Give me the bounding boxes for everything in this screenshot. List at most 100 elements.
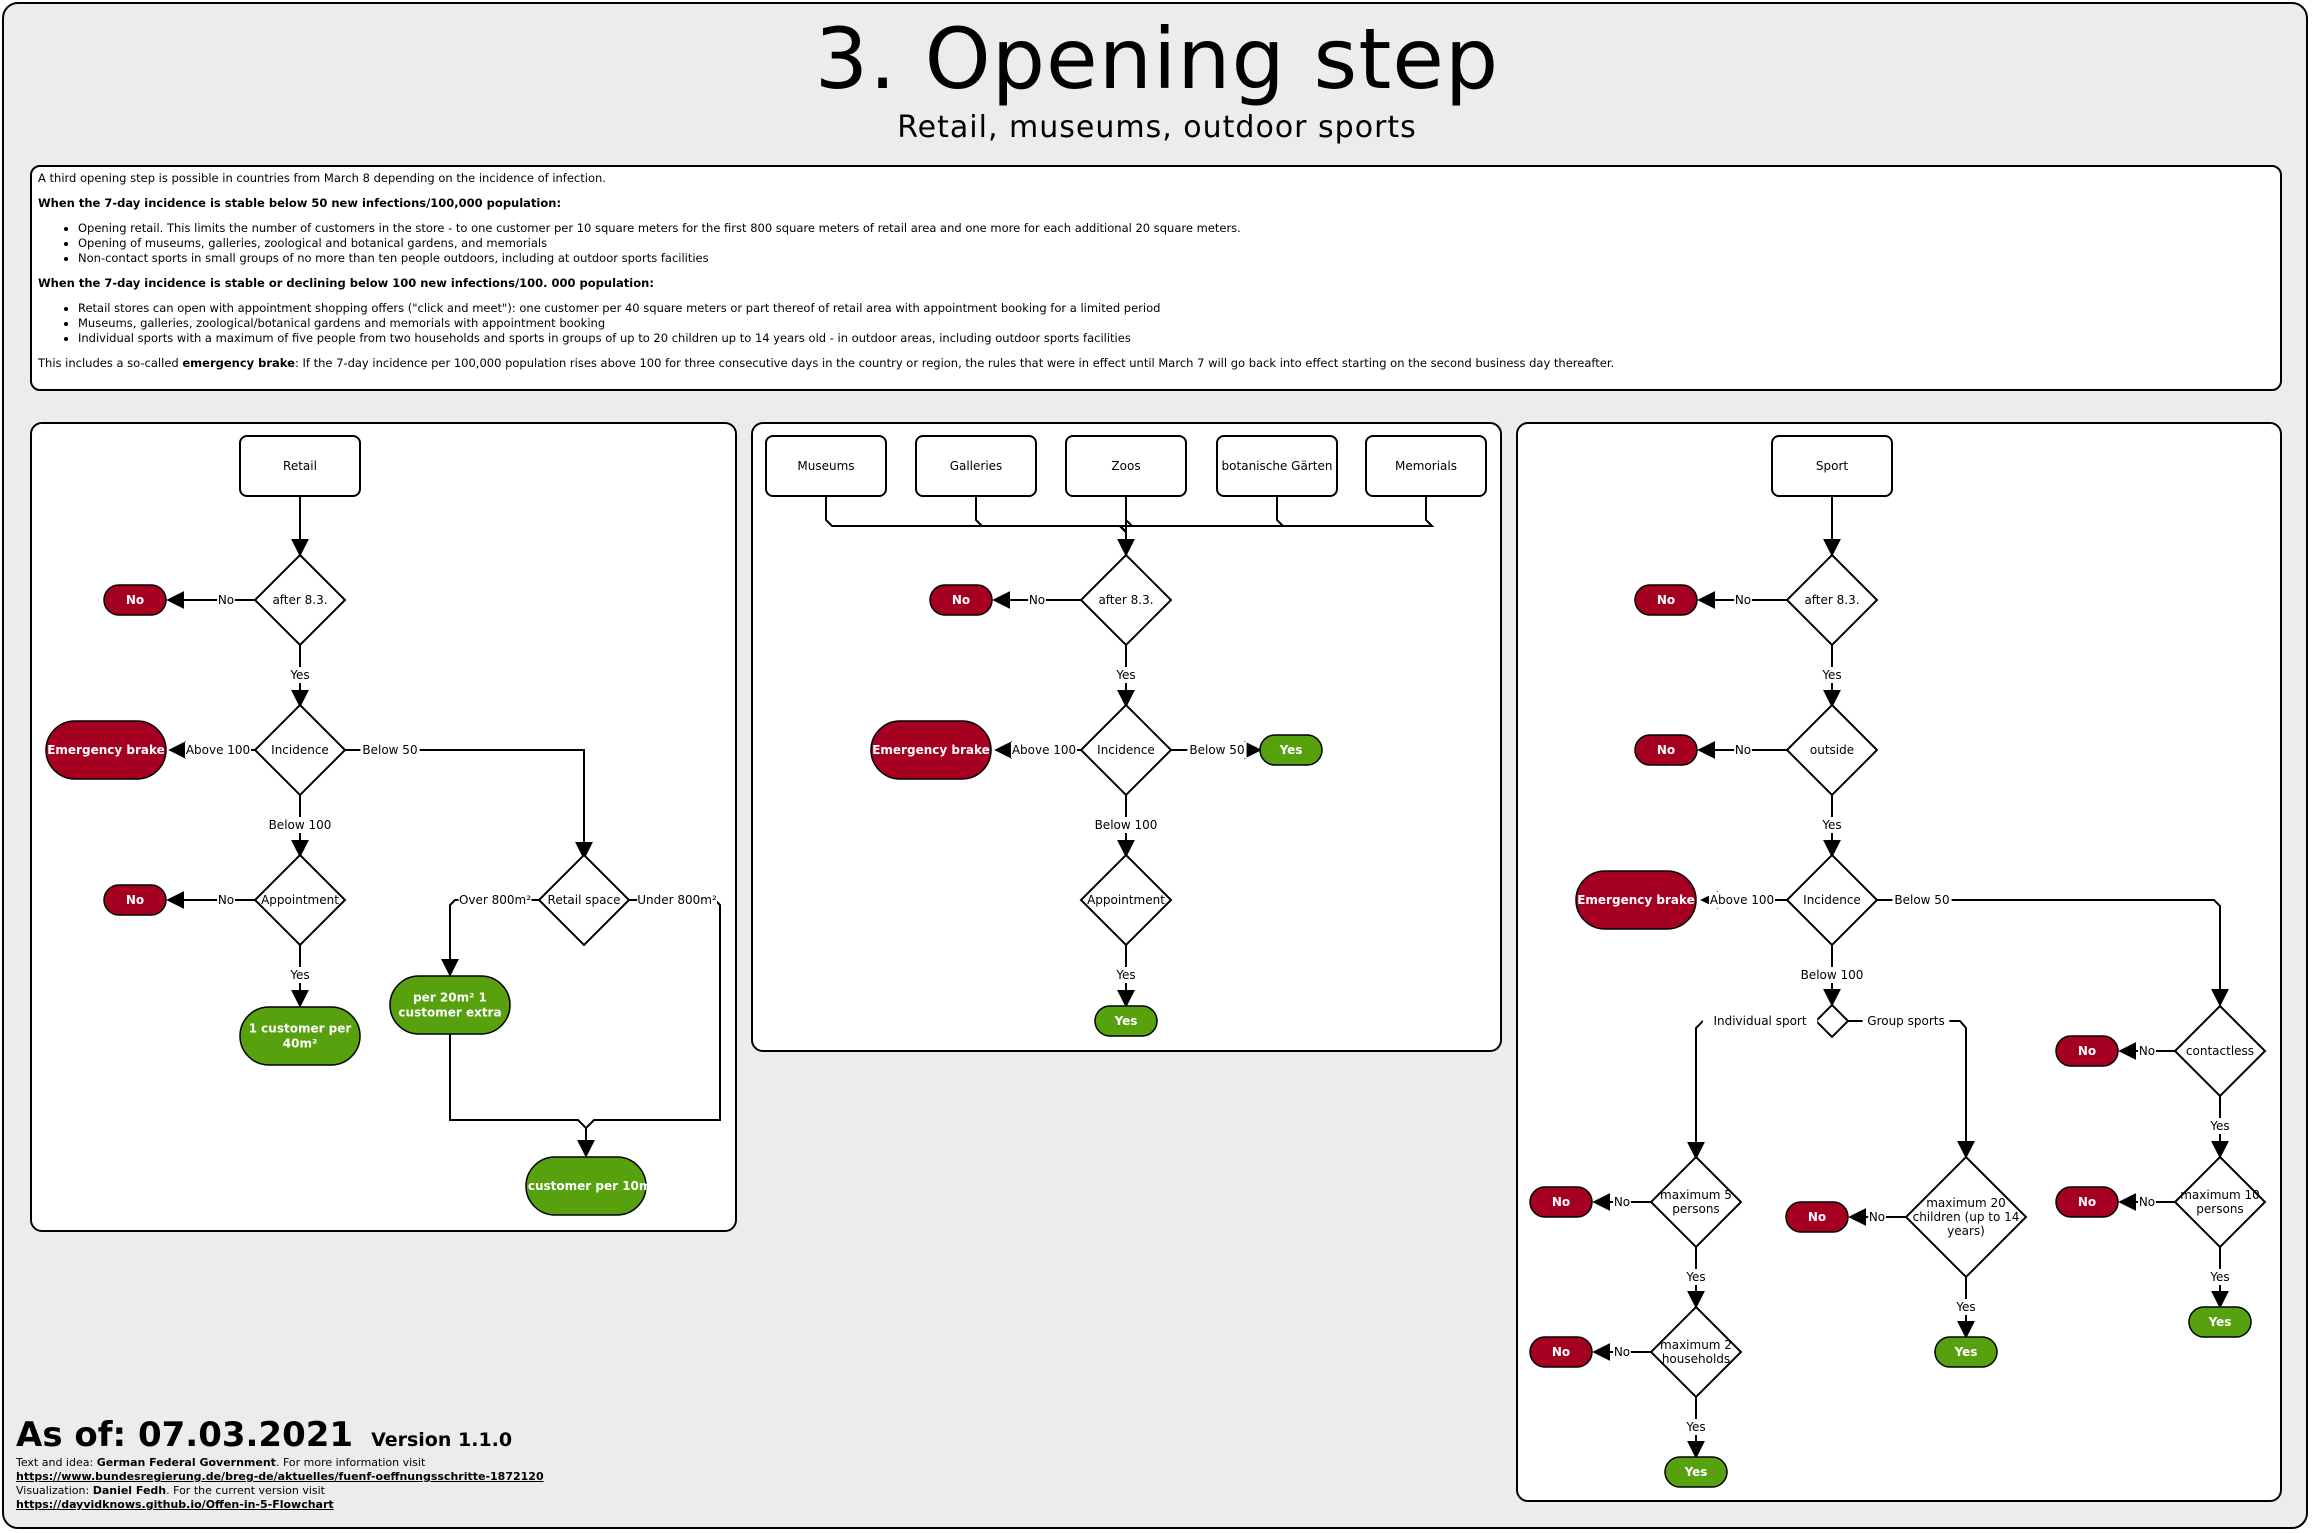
edge-label-bg (1613, 1344, 1631, 1360)
retail-per-20-terminal-label: customer extra (398, 1006, 501, 1020)
edge-label-bg (1613, 1194, 1631, 1210)
edge-label: Yes (1685, 1420, 1705, 1434)
edge-label: Yes (1115, 968, 1135, 982)
sport-individual-yes-terminal (1664, 1456, 1728, 1488)
edge-label-bg (1010, 742, 1078, 758)
museums-after-date-decision-label: after 8.3. (1098, 593, 1153, 607)
retail-emergency-brake-terminal (45, 720, 167, 780)
edge-label-bg (1028, 592, 1046, 608)
edge-label: Under 800m² (637, 893, 717, 907)
edge-label: No (1869, 1210, 1885, 1224)
sport-after-date-decision-label: after 8.3. (1804, 593, 1859, 607)
sport-outside-no-terminal-label: No (1657, 743, 1675, 757)
connector (345, 749, 593, 860)
connector (1117, 496, 1435, 533)
edge-label-bg (1819, 817, 1845, 833)
edge-label: No (1735, 593, 1751, 607)
connector (1848, 1020, 1975, 1159)
project-link[interactable]: https://dayvidknows.github.io/Offen-in-5… (16, 1498, 334, 1511)
museums-emergency-brake-terminal (870, 720, 992, 780)
museums-yes-terminal (1094, 1005, 1158, 1037)
edge-label: Yes (1955, 1300, 1975, 1314)
edge-label: Yes (1821, 668, 1841, 682)
info-item: Opening of museums, galleries, zoologica… (78, 236, 2274, 251)
sport-group-yes-terminal-label: Yes (1954, 1345, 1978, 1359)
edge-label-bg (1113, 667, 1139, 683)
retail-space-decision (537, 853, 631, 947)
info-section1-heading: When the 7-day incidence is stable below… (38, 196, 562, 210)
sport-max-20-children-decision-label: years) (1947, 1224, 1985, 1238)
sport-max-5-persons-decision-label: persons (1672, 1202, 1719, 1216)
sport-max-2-households-decision-label: households (1662, 1352, 1730, 1366)
sport-contactless-no-terminal-label: No (2078, 1044, 2096, 1058)
edge-label: Above 100 (1012, 743, 1076, 757)
retail-incidence-decision-label: Incidence (271, 743, 329, 757)
connector (975, 496, 1127, 533)
sport-contactless-decision-label: contactless (2186, 1044, 2254, 1058)
version-label: Version 1.1.0 (371, 1429, 513, 1451)
edge-label: No (218, 593, 234, 607)
museums-start-box-4-label: Memorials (1395, 459, 1457, 473)
connector (441, 899, 539, 977)
edge-label: Yes (1115, 668, 1135, 682)
museums-yes-terminal-label: Yes (1114, 1014, 1138, 1028)
edge-label: Yes (2209, 1270, 2229, 1284)
retail-space-decision-label: Retail space (548, 893, 621, 907)
sport-emergency-brake-terminal-label: Emergency brake (1577, 893, 1695, 907)
retail-customer-40-terminal-label: 40m² (283, 1037, 317, 1051)
edge-label: Group sports (1867, 1014, 1944, 1028)
edge-label-bg (2207, 1269, 2233, 1285)
edge-label-bg (1113, 967, 1139, 983)
edge-label-bg (1187, 742, 1247, 758)
info-section2-heading: When the 7-day incidence is stable or de… (38, 276, 654, 290)
edge-label-bg (1683, 1419, 1709, 1435)
edge-label-bg (1868, 1209, 1886, 1225)
edge-label: No (2139, 1195, 2155, 1209)
sport-outside-no-terminal (1634, 734, 1698, 766)
edge-label: Below 50 (362, 743, 417, 757)
edge-label: Yes (289, 968, 309, 982)
sport-max20-no-terminal (1785, 1201, 1849, 1233)
info-item: Opening retail. This limits the number o… (78, 221, 2274, 236)
edge-label: Above 100 (1710, 893, 1774, 907)
edge-label: Over 800m² (459, 893, 531, 907)
edge-label: Yes (2209, 1119, 2229, 1133)
edge-label: Yes (1821, 818, 1841, 832)
info-item: Non-contact sports in small groups of no… (78, 251, 2274, 266)
info-item: Museums, galleries, zoological/botanical… (78, 316, 2274, 331)
edge-label: No (1614, 1345, 1630, 1359)
sport-max-2-households-decision-label: maximum 2 (1660, 1338, 1732, 1352)
retail-customer-10-terminal-label: 1 customer per 10m² (515, 1179, 656, 1193)
sport-no-terminal (1634, 584, 1698, 616)
sport-max2-no-terminal-label: No (1552, 1345, 1570, 1359)
government-link[interactable]: https://www.bundesregierung.de/breg-de/a… (16, 1470, 544, 1483)
connector (577, 899, 721, 1158)
edge-label: Individual sport (1713, 1014, 1806, 1028)
edge-label: Yes (289, 668, 309, 682)
edge-label-bg (1702, 1013, 1818, 1029)
page-title: 3. Opening step (814, 10, 1500, 108)
museums-start-box-0-label: Museums (797, 459, 854, 473)
connector (449, 1034, 587, 1129)
museums-no-terminal-label: No (952, 593, 970, 607)
edge-label-bg (1708, 892, 1776, 908)
museums-appointment-decision-label: Appointment (1087, 893, 1165, 907)
sport-type-decision (1814, 1003, 1850, 1039)
connector (1877, 899, 2229, 1007)
edge-label: No (1735, 743, 1751, 757)
sport-max10-no-terminal (2055, 1186, 2119, 1218)
sport-max-20-children-decision-label: children (up to 14 (1913, 1210, 2020, 1224)
museums-start-box-2-label: Zoos (1111, 459, 1140, 473)
museums-no-terminal (929, 584, 993, 616)
info-intro: A third opening step is possible in coun… (38, 171, 606, 185)
edge-label-bg (184, 742, 252, 758)
sport-max20-no-terminal-label: No (1808, 1210, 1826, 1224)
edge-label: Above 100 (186, 743, 250, 757)
sport-group-yes-terminal (1934, 1336, 1998, 1368)
retail-emergency-brake-terminal-label: Emergency brake (47, 743, 165, 757)
edge-label: No (218, 893, 234, 907)
sport-max-10-persons-decision-label: persons (2196, 1202, 2243, 1216)
retail-after-date-decision-label: after 8.3. (272, 593, 327, 607)
